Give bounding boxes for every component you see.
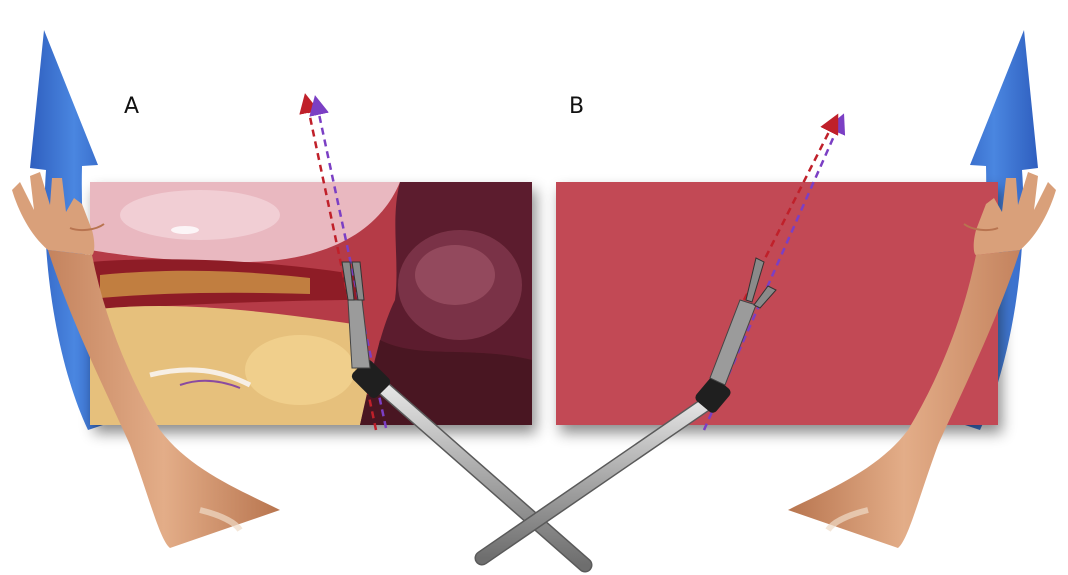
- surgical-image-panel-a: [90, 182, 532, 425]
- panel-label-b: B: [569, 94, 584, 119]
- panel-label-a: A: [124, 94, 139, 119]
